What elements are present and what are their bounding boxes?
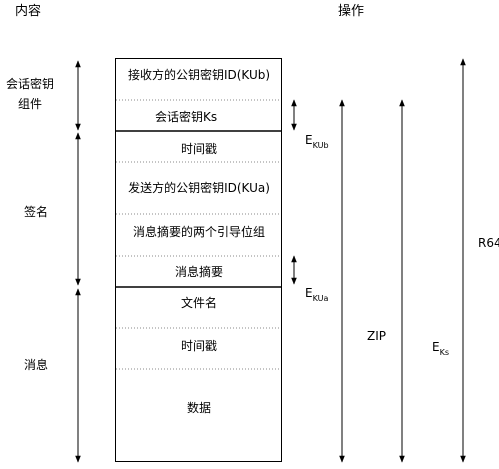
op-e-kub-main: E <box>305 133 313 147</box>
op-e-ks-main: E <box>432 340 440 354</box>
row-message-timestamp: 时间戳 <box>180 339 218 353</box>
row-signature-timestamp: 时间戳 <box>180 142 218 156</box>
op-e-ks-sub: Ks <box>439 348 450 357</box>
op-e-ks: EKs <box>432 340 450 357</box>
op-zip: ZIP <box>367 329 386 343</box>
section-dividers <box>115 130 282 288</box>
row-message-digest: 消息摘要 <box>174 265 224 279</box>
section-label-signature: 签名 <box>24 205 49 219</box>
op-e-kub-sub: KUb <box>312 141 329 150</box>
op-e-kua-sub: KUa <box>312 294 329 303</box>
op-e-kua: EKUa <box>305 286 329 303</box>
op-r64: R64 <box>478 236 499 250</box>
row-filename: 文件名 <box>180 296 218 310</box>
row-dividers <box>116 99 281 370</box>
row-digest-leading-octets: 消息摘要的两个引导位组 <box>132 225 266 239</box>
operation-header: 操作 <box>338 4 365 19</box>
section-label-session-key-line2: 组件 <box>18 97 43 111</box>
section-label-message: 消息 <box>24 358 49 372</box>
op-e-kub: EKUb <box>305 133 329 150</box>
content-header: 内容 <box>15 4 42 19</box>
section-label-session-key-line1: 会话密钥 <box>6 77 55 91</box>
row-sender-key-id: 发送方的公钥密钥ID(KUa) <box>128 181 270 195</box>
row-data: 数据 <box>186 401 212 415</box>
row-session-key: 会话密钥Ks <box>155 110 218 124</box>
row-recipient-key-id: 接收方的公钥密钥ID(KUb) <box>127 68 271 82</box>
op-e-kua-main: E <box>305 286 313 300</box>
message-structure-box <box>115 58 282 462</box>
